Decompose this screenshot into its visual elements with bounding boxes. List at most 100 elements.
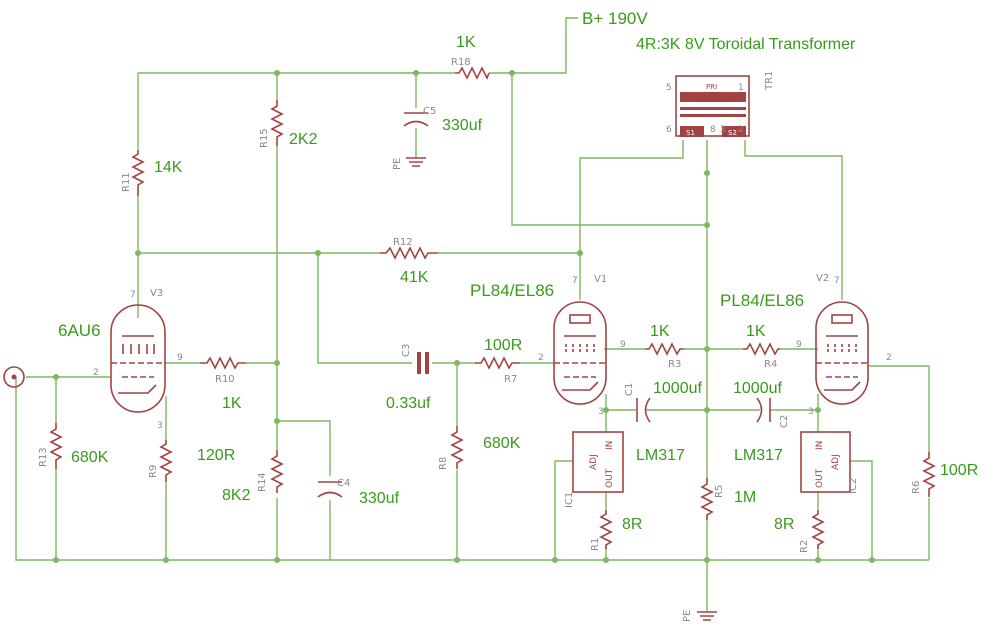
v3-pin-2: 2	[93, 368, 99, 378]
v3-pin-7: 7	[130, 290, 136, 300]
v1-pin-9: 9	[620, 340, 626, 350]
ground-c5-label: PE	[392, 158, 403, 170]
v3-ref: V3	[150, 288, 163, 299]
r4-value: 1K	[746, 323, 766, 340]
resistor-r4: 1K R4	[743, 323, 780, 370]
capacitor-c5: 330uf C5	[403, 106, 483, 134]
ic2-adj: ADJ	[831, 454, 841, 470]
c5-value: 330uf	[442, 117, 483, 134]
r6-value: 100R	[940, 462, 978, 479]
regulator-ic2: ADJ OUT IN LM317 IC2	[734, 431, 859, 494]
r3-value: 1K	[650, 323, 670, 340]
resistor-r7: 100R R7	[475, 337, 522, 385]
v1-pin-7: 7	[572, 276, 578, 286]
r8-value: 680K	[483, 435, 521, 452]
ic2-type: LM317	[734, 447, 783, 464]
tr-pin-5: 5	[666, 83, 672, 93]
capacitor-c2: 1000uf C2	[733, 380, 790, 428]
resistor-r5: 1M R5	[700, 478, 756, 520]
r12-ref: R12	[393, 237, 413, 248]
v1-ref: V1	[594, 274, 607, 285]
resistor-r9: 120R R9	[148, 440, 235, 482]
ground-main: PE	[682, 610, 717, 622]
c4-ref: C4	[337, 478, 350, 489]
resistor-r6: 100R R6	[911, 452, 978, 497]
r7-value: 100R	[484, 337, 522, 354]
r1-ref: R1	[590, 538, 601, 551]
resistor-r11: 14K R11	[121, 150, 183, 196]
v1-pin-3: 3	[598, 407, 604, 417]
ic1-ref: IC1	[564, 492, 575, 508]
v3-pin-3: 3	[157, 421, 163, 431]
tr-pin-3: 3	[720, 125, 726, 135]
resistor-r13: 680K R13	[38, 423, 109, 469]
v1-type: PL84/EL86	[470, 281, 554, 300]
v3-type: 6AU6	[58, 321, 101, 340]
junctions	[53, 70, 875, 563]
input-jack	[3, 366, 25, 388]
capacitor-c3: 0.33uf C3	[386, 344, 431, 412]
ic1-type: LM317	[636, 447, 685, 464]
ic2-ref: IC2	[848, 478, 859, 494]
tr-pin-6: 6	[666, 125, 672, 135]
r12-value-text: 41K	[400, 269, 429, 286]
transformer-ref: TR1	[764, 71, 775, 91]
r2-value: 8R	[774, 516, 794, 533]
r5-ref: R5	[714, 485, 725, 498]
r18-ref: R18	[451, 57, 471, 68]
supply-label: B+ 190V	[582, 9, 648, 28]
r6-ref: R6	[911, 481, 922, 494]
r8-ref: R8	[438, 457, 449, 470]
r15-value: 2K2	[289, 131, 318, 148]
ic1-out: OUT	[605, 468, 615, 488]
r4-ref: R4	[764, 359, 777, 370]
secondary-1-label: S1	[686, 129, 695, 137]
r13-value: 680K	[71, 449, 109, 466]
resistor-r3: 1K R3	[645, 323, 684, 370]
regulator-ic1: ADJ OUT IN LM317 IC1	[564, 431, 685, 508]
r2-ref: R2	[799, 540, 810, 553]
r14-value: 8K2	[222, 487, 251, 504]
transformer-title: 4R:3K 8V Toroidal Transformer	[636, 36, 856, 53]
tr-pin-1: 1	[738, 83, 744, 93]
r3-ref: R3	[668, 359, 681, 370]
c3-ref: C3	[401, 344, 412, 357]
tr-pin-8: 8	[710, 125, 716, 135]
output-transformer: 4R:3K 8V Toroidal Transformer PRI S1 S2 …	[636, 36, 856, 137]
ground-main-label: PE	[682, 610, 693, 622]
resistor-r10: 1K R10	[200, 356, 246, 412]
ground-c5: PE	[392, 157, 426, 170]
resistor-r8: 680K R8	[438, 426, 521, 470]
r18-value: 1K	[456, 34, 476, 51]
r15-ref: R15	[259, 128, 270, 148]
c2-ref: C2	[779, 415, 790, 428]
tube-v2: PL84/EL86 V2 7 9 2 3	[720, 273, 892, 417]
resistor-r1: 8R R1	[590, 510, 642, 551]
r10-value: 1K	[222, 395, 242, 412]
primary-label: PRI	[706, 83, 717, 91]
r11-ref: R11	[121, 172, 132, 192]
v2-type: PL84/EL86	[720, 291, 804, 310]
ic1-in: IN	[605, 441, 615, 450]
r13-ref: R13	[38, 447, 49, 467]
tube-v3: 6AU6 V3 7 9 2 3	[58, 288, 183, 431]
v2-pin-2: 2	[886, 353, 892, 363]
c5-ref: C5	[423, 106, 436, 117]
c2-value: 1000uf	[733, 380, 782, 397]
r9-value: 120R	[197, 447, 235, 464]
resistor-r12: 2K2 41K R12	[380, 237, 438, 286]
r5-value: 1M	[734, 489, 756, 506]
c3-value: 0.33uf	[386, 395, 431, 412]
capacitor-c1: 1000uf C1	[624, 380, 702, 423]
capacitor-c4: 330uf C4	[317, 478, 400, 507]
r7-ref: R7	[504, 374, 517, 385]
ic2-out: OUT	[815, 468, 825, 488]
tr-pin-2: 2	[738, 125, 744, 135]
ic1-adj: ADJ	[589, 454, 599, 470]
v2-ref: V2	[816, 273, 829, 284]
r11-value: 14K	[154, 159, 183, 176]
c4-value: 330uf	[359, 490, 400, 507]
ic2-in: IN	[815, 441, 825, 450]
resistor-r18: 1K R18	[451, 34, 490, 80]
